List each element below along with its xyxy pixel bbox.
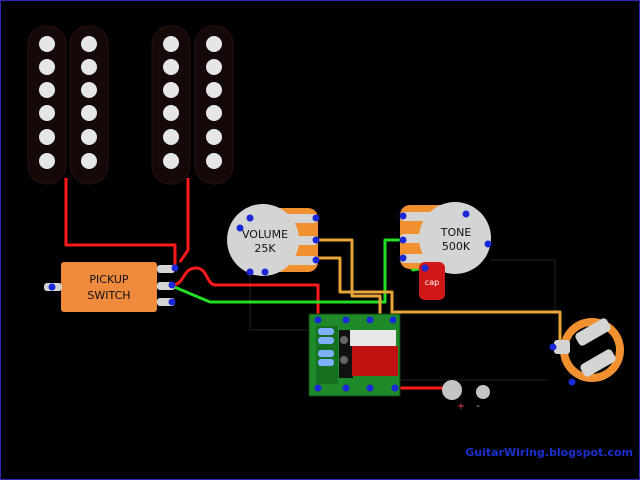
solder-dot [342,384,350,392]
preamp-component-1 [340,336,348,344]
battery-terminal-positive [442,380,462,400]
solder-dot [389,316,397,324]
solder-dot [366,384,374,392]
preamp-resistor-1 [318,328,334,335]
neck-pickup-poles [39,36,97,169]
solder-dot [462,210,470,218]
output-jack-sleeve-lug [580,349,616,377]
solder-dot [366,316,374,324]
preamp-label-strip [350,330,396,346]
solder-dot [48,283,56,291]
pickup-switch-label-2: SWITCH [87,289,130,302]
pickup-switch: PICKUP SWITCH [44,262,175,312]
solder-dot [314,316,322,324]
neck-pickup [27,25,109,185]
solder-dot [421,264,429,272]
solder-dot [168,281,176,289]
solder-dot [399,236,407,244]
wire-red-switch-out [171,266,320,318]
solder-dot [236,224,244,232]
output-jack-tip-lug [575,318,611,346]
battery-terminal-negative [476,385,490,399]
preamp-component-2 [340,356,348,364]
preamp-capacitor [352,346,398,376]
solder-dot [168,298,176,306]
output-jack [554,318,624,382]
tone-pot-label-2: 500K [442,240,471,253]
preamp-board [308,313,401,397]
solder-points [48,210,576,392]
wire-green-tone [171,238,403,304]
preamp-resistor-2 [318,337,334,344]
tone-capacitor-body [419,262,445,300]
wire-red-bridge-pickup [178,178,190,263]
volume-pot-body [227,204,299,276]
pickup-switch-label-1: PICKUP [89,273,129,286]
tone-pot-label-1: TONE [440,226,472,239]
solder-dot [246,268,254,276]
solder-dot [261,268,269,276]
switch-lug-top [157,265,175,273]
preamp-resistor-4 [318,359,334,366]
battery-snap: + - [442,380,490,412]
tone-capacitor: cap [419,262,445,300]
solder-dot [312,214,320,222]
solder-dot [399,212,407,220]
solder-dot [312,256,320,264]
output-jack-lug-left [554,340,570,354]
wire-red-neck-pickup [64,178,177,268]
volume-pot-label-2: 25K [254,242,276,255]
bridge-pickup-poles [163,36,222,169]
tone-capacitor-label: cap [425,278,439,287]
wire-yellow-volume-out [316,256,394,318]
wire-ground-volume [249,272,310,331]
solder-dot [484,240,492,248]
credit-text: GuitarWiring.blogspot.com [465,446,633,459]
tone-pot: TONE 500K [400,202,491,274]
solder-dot [312,236,320,244]
solder-dot [171,264,179,272]
solder-dot [549,343,557,351]
battery-minus-label: - [476,401,480,412]
wire-ground-tone [490,259,556,315]
solder-dot [568,378,576,386]
solder-dot [246,214,254,222]
bridge-pickup [151,25,234,185]
solder-dot [314,384,322,392]
preamp-resistor-3 [318,350,334,357]
battery-plus-label: + [457,401,465,412]
wire-yellow-volume-in [316,238,382,318]
volume-pot-label-1: VOLUME [242,228,288,241]
solder-dot [399,254,407,262]
pickup-switch-body [61,262,157,312]
solder-dot [391,384,399,392]
volume-pot: VOLUME 25K [227,204,318,276]
tone-pot-body [419,202,491,274]
solder-dot [342,316,350,324]
